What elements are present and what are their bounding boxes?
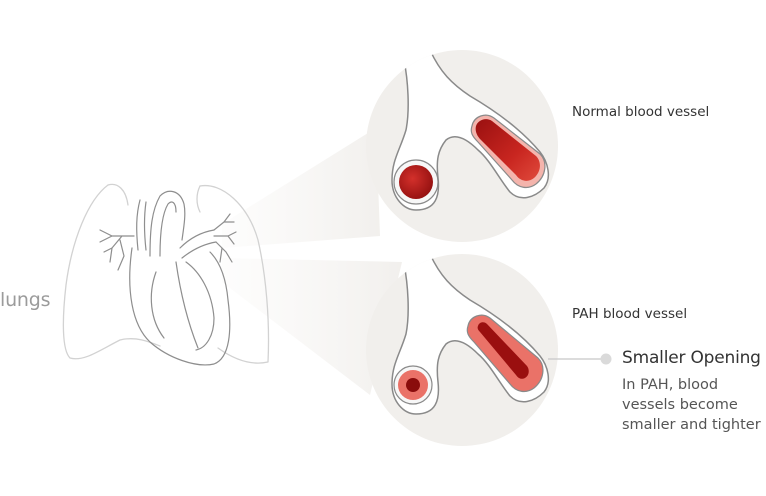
pah-vessel-tube-lumen	[477, 322, 529, 379]
pah-vessel-label: PAH blood vessel	[572, 306, 688, 322]
vena-cava	[136, 199, 141, 251]
callout-body: In PAH, blood vessels become smaller and…	[622, 375, 766, 435]
normal-vessel-magnified	[366, 50, 558, 242]
pah-vessel-magnified	[366, 254, 558, 446]
heart-right-chamber	[150, 271, 165, 339]
aorta-inner	[159, 201, 177, 257]
normal-vessel-crosssection-lumen	[399, 165, 433, 199]
left-lung-top	[107, 183, 129, 206]
right-lung-outline	[199, 184, 270, 364]
zoom-beam-normal	[222, 128, 380, 248]
pulmonary-artery	[179, 229, 217, 259]
heart-outline	[129, 247, 231, 366]
lungs-label: lungs	[0, 289, 51, 311]
heart-septum	[175, 261, 199, 349]
callout-body-line: vessels become	[622, 397, 738, 413]
left-bronchi	[99, 229, 135, 271]
right-bronchi	[213, 213, 237, 263]
vena-cava-inner	[143, 201, 147, 251]
normal-vessel-tube-lumen	[475, 119, 540, 181]
lungs-illustration	[62, 183, 270, 364]
aorta	[149, 190, 186, 257]
callout-title: Smaller Opening	[622, 348, 761, 368]
pah-vessel-crosssection-lumen	[406, 378, 420, 392]
normal-vessel-label: Normal blood vessel	[572, 104, 710, 120]
callout-body-line: In PAH, blood	[622, 377, 719, 393]
heart-illustration	[99, 190, 237, 366]
callout-dot	[600, 353, 612, 365]
left-lung-outline	[62, 184, 161, 360]
right-lung-top	[196, 185, 201, 213]
heart-left-chamber	[185, 261, 215, 351]
callout-body-line: smaller and tighter	[622, 417, 761, 433]
